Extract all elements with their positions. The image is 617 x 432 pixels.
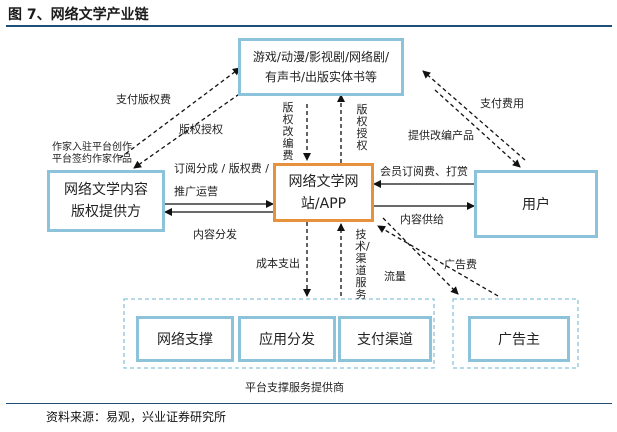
figure-title: 图 7、网络文学产业链 bbox=[8, 7, 149, 23]
label-adapted-products: 提供改编产品 bbox=[408, 129, 474, 142]
label-tech-channel-service: 技术/渠道服务 bbox=[355, 228, 370, 301]
node-derivatives: 游戏/动漫/影视剧/网络剧/有声书/出版实体书等 bbox=[238, 38, 404, 96]
label-traffic: 流量 bbox=[384, 270, 406, 283]
node-payment-channel: 支付渠道 bbox=[338, 316, 432, 362]
figure-source: 资料来源：易观，兴业证券研究所 bbox=[46, 410, 227, 424]
label-membership-tips: 会员订阅费、打赏 bbox=[380, 165, 468, 178]
label-adaptation-fee: 版权改编费 bbox=[282, 101, 294, 162]
arrow-adapted-products bbox=[434, 89, 521, 168]
service-provider-group-frame bbox=[123, 298, 435, 369]
arrow-pay-copyright-fee bbox=[119, 67, 241, 159]
label-ad-fee: 广告费 bbox=[444, 258, 477, 271]
title-divider bbox=[6, 25, 612, 27]
arrow-ad-fee bbox=[377, 225, 499, 297]
label-author-join: 作家入驻平台创作 bbox=[52, 142, 132, 153]
node-advertiser: 广告主 bbox=[468, 316, 570, 362]
node-users: 用户 bbox=[474, 170, 598, 238]
node-content-provider: 网络文学内容版权提供方 bbox=[47, 170, 165, 232]
node-app-distribution: 应用分发 bbox=[238, 316, 336, 362]
label-cost-spending: 成本支出 bbox=[256, 257, 300, 270]
source-divider bbox=[6, 403, 612, 404]
label-service-provider-group: 平台支撑服务提供商 bbox=[245, 381, 344, 394]
node-platform: 网络文学网站/APP bbox=[273, 163, 374, 222]
label-copyright-license: 版权授权 bbox=[179, 123, 223, 136]
arrow-pay-fee bbox=[422, 70, 526, 161]
label-pay-copyright-fee: 支付版权费 bbox=[116, 93, 171, 106]
node-network-support: 网络支撑 bbox=[136, 316, 234, 362]
arrow-copyright-license bbox=[133, 89, 246, 169]
label-subscription-share: 订阅分成 / 版权费 / bbox=[174, 162, 269, 175]
arrow-traffic bbox=[382, 217, 459, 295]
label-platform-sign: 平台签约作家作品 bbox=[52, 154, 132, 165]
label-content-distribution: 内容分发 bbox=[193, 228, 237, 241]
label-promotion: 推广运营 bbox=[174, 185, 218, 198]
label-content-supply: 内容供给 bbox=[400, 213, 444, 226]
label-copyright-license-v: 版权授权 bbox=[356, 103, 368, 152]
label-pay-fee: 支付费用 bbox=[480, 97, 524, 110]
advertiser-group-frame bbox=[452, 298, 579, 369]
